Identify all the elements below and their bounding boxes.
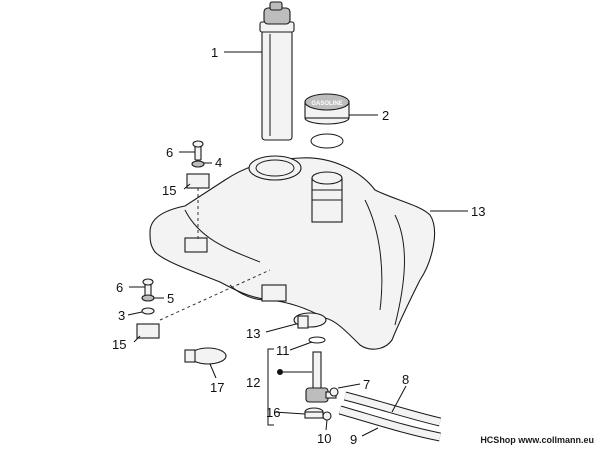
bracket-12 xyxy=(267,348,274,426)
cap-label: GASOLINE xyxy=(311,101,342,107)
callout-1: 1 xyxy=(211,45,218,60)
callout-5a: 4 xyxy=(215,155,222,170)
callout-6b: 6 xyxy=(116,280,123,295)
part-1-fuel-sender xyxy=(259,1,295,141)
callout-12: 12 xyxy=(246,375,260,390)
leader-lines xyxy=(127,51,468,437)
callout-11: 11 xyxy=(276,343,290,358)
callout-15a: 15 xyxy=(162,183,176,198)
part-16-filter xyxy=(304,407,324,419)
fastener-set-lower xyxy=(136,269,271,339)
parts-8-9-hoses xyxy=(338,391,442,442)
part-13-hose-clamp xyxy=(293,312,327,329)
callout-5b: 5 xyxy=(167,291,174,306)
part-14-fuel-tank xyxy=(149,155,436,350)
part-2-fuel-cap: GASOLINE xyxy=(304,93,350,149)
callout-14: 13 xyxy=(471,204,485,219)
callout-9: 9 xyxy=(350,432,357,447)
callout-3: 3 xyxy=(118,308,125,323)
callout-2: 2 xyxy=(382,108,389,123)
callout-8: 8 xyxy=(402,372,409,387)
callout-13: 13 xyxy=(246,326,260,341)
callout-17: 17 xyxy=(210,380,224,395)
parts-7-10-clips xyxy=(322,387,339,421)
watermark-text: HCShop www.collmann.eu xyxy=(480,435,594,445)
callout-10: 10 xyxy=(317,431,331,446)
callout-labels: 1 2 3 13 4 5 6 6 7 8 9 10 11 12 13 15 15… xyxy=(112,45,485,447)
callout-16: 16 xyxy=(266,405,280,420)
callout-15b: 15 xyxy=(112,337,126,352)
callout-7: 7 xyxy=(363,377,370,392)
callout-6a: 6 xyxy=(166,145,173,160)
part-17-hose-clamp xyxy=(184,347,227,365)
fastener-set-upper xyxy=(186,140,210,240)
